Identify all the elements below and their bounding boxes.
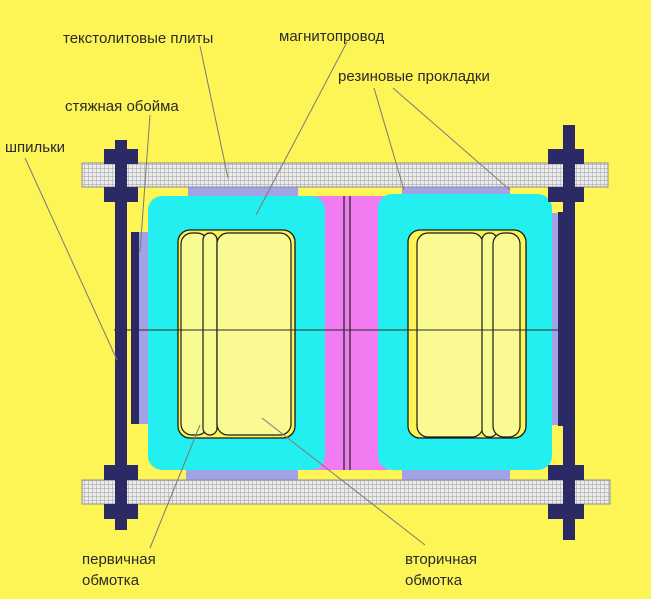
rubber-gasket-bottom-right: [402, 469, 510, 481]
label-textolite-plates: текстолитовые плиты: [63, 30, 214, 47]
clamp-frame-right: [558, 212, 566, 426]
leader-magnetic-core: [255, 41, 348, 216]
leader-secondary-winding: [261, 417, 426, 546]
label-studs: шпильки: [5, 139, 66, 156]
rubber-gasket-bottom-left: [186, 469, 298, 481]
label-rubber-gaskets: резиновые прокладки: [338, 68, 490, 85]
stud-right: [548, 125, 584, 540]
rubber-gasket-top-left: [188, 186, 298, 198]
label-primary-winding-line1: первичная: [82, 551, 156, 568]
primary-winding-right-outer: [492, 232, 521, 438]
stud-left: [104, 140, 138, 530]
label-magnetic-core: магнитопровод: [279, 28, 385, 45]
leader-studs: [24, 157, 118, 361]
label-primary-winding: первичная обмотка: [82, 549, 156, 591]
leader-lines: [24, 41, 511, 549]
rubber-gasket-left: [137, 232, 151, 424]
secondary-winding-right: [416, 232, 484, 438]
secondary-winding-left: [216, 232, 292, 436]
leader-clamp-frame: [139, 114, 151, 253]
leader-primary-winding: [149, 424, 201, 549]
label-clamp-frame: стяжная обойма: [65, 98, 179, 115]
label-secondary-winding-line2: обмотка: [405, 572, 463, 589]
clamp-frame-left: [131, 232, 139, 424]
label-secondary-winding-line1: вторичная: [405, 551, 477, 568]
leader-rubber-gaskets: [392, 87, 511, 191]
label-secondary-winding: вторичная обмотка: [405, 549, 477, 591]
textolite-plate-top: [81, 162, 609, 188]
leader-textolite-plates: [199, 45, 229, 179]
primary-winding-left-inner: [202, 232, 218, 436]
label-primary-winding-line2: обмотка: [82, 572, 140, 589]
